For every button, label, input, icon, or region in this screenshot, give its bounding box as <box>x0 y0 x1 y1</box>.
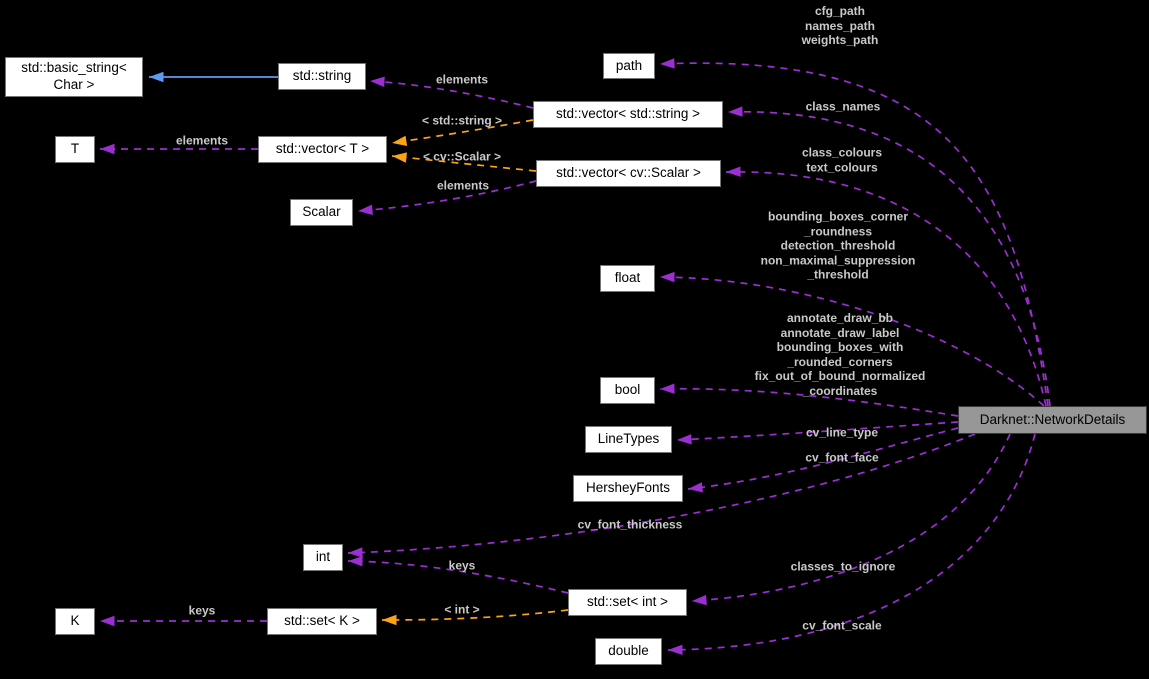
edge-nd-to-int <box>347 433 976 558</box>
node-label-vector-t: std::vector< T > <box>275 141 370 157</box>
edge-set-int-to-set-k <box>381 609 569 626</box>
node-label-scalar: Scalar <box>302 204 341 220</box>
node-int[interactable]: int <box>303 544 343 571</box>
node-label-int: int <box>315 549 331 565</box>
node-path[interactable]: path <box>603 53 655 79</box>
node-std-string[interactable]: std::string <box>278 63 366 90</box>
node-scalar[interactable]: Scalar <box>290 199 353 226</box>
node-label-vector-string: std::vector< std::string > <box>555 106 701 122</box>
edge-nd-to-bool <box>659 383 959 417</box>
edge-nd-to-float <box>659 271 1045 407</box>
node-label-hersheyfonts: HersheyFonts <box>585 480 671 496</box>
node-label-float: float <box>614 270 641 286</box>
node-linetypes[interactable]: LineTypes <box>585 426 672 453</box>
edge-set-int-to-int <box>347 556 569 594</box>
node-hersheyfonts[interactable]: HersheyFonts <box>573 475 683 502</box>
node-label-double: double <box>608 643 649 659</box>
node-vector-string[interactable]: std::vector< std::string > <box>533 101 723 128</box>
node-label-std-string: std::string <box>292 68 352 84</box>
edge-vector-scalar-to-vector-t <box>391 152 537 172</box>
node-label-vector-scalar: std::vector< cv::Scalar > <box>556 165 701 181</box>
node-double[interactable]: double <box>595 638 662 665</box>
node-vector-scalar[interactable]: std::vector< cv::Scalar > <box>536 160 721 187</box>
node-t[interactable]: T <box>55 136 95 163</box>
node-network-details[interactable]: Darknet::NetworkDetails <box>958 406 1147 434</box>
node-label-network-details: Darknet::NetworkDetails <box>979 411 1126 427</box>
node-vector-t[interactable]: std::vector< T > <box>258 136 387 163</box>
node-set-k[interactable]: std::set< K > <box>267 608 377 635</box>
node-label-k: K <box>70 613 80 629</box>
edge-nd-to-double <box>667 433 1036 656</box>
node-label-bool: bool <box>614 382 641 398</box>
node-float[interactable]: float <box>600 265 655 292</box>
node-label-basic-string: std::basic_string< Char > <box>21 60 127 92</box>
node-bool[interactable]: bool <box>600 377 655 404</box>
node-set-int[interactable]: std::set< int > <box>568 589 687 616</box>
node-label-linetypes: LineTypes <box>597 431 660 447</box>
node-label-set-k: std::set< K > <box>284 613 360 629</box>
edge-vector-string-to-string <box>369 76 534 109</box>
edge-vector-scalar-to-scalar <box>357 180 537 216</box>
edge-vector-string-to-vector-t <box>391 119 534 146</box>
edge-nd-to-hersheyfonts <box>687 427 959 493</box>
node-k[interactable]: K <box>55 608 95 635</box>
node-label-set-int: std::set< int > <box>586 594 669 610</box>
edge-nd-to-vector-string <box>727 106 1051 407</box>
edge-nd-to-vector-scalar <box>725 166 1047 407</box>
node-basic-string[interactable]: std::basic_string< Char > <box>5 57 143 97</box>
edge-nd-to-set-int <box>691 433 1011 606</box>
node-label-path: path <box>615 57 643 73</box>
node-label-t: T <box>70 141 80 157</box>
edge-nd-to-linetypes <box>676 421 959 445</box>
